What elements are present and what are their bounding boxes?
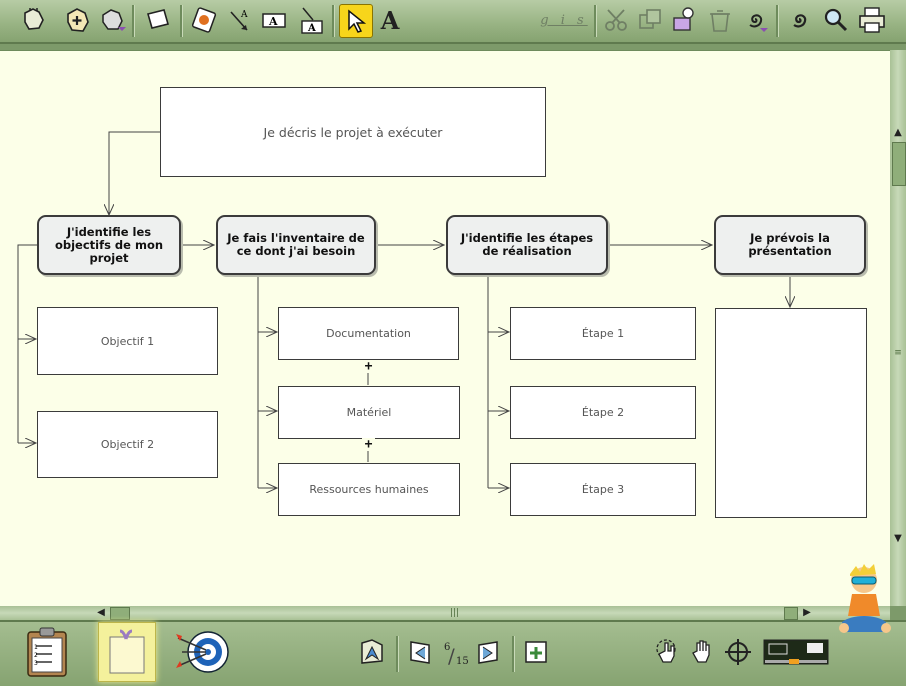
svg-text:2: 2 [34,652,38,659]
scroll-grip-icon: ≡ [894,348,902,358]
vertical-scrollbar[interactable]: ▲ ≡ ▼ [890,50,906,606]
scroll-left-arrow-icon[interactable]: ◀ [97,607,105,618]
svg-text:A: A [307,23,316,34]
expand-plus-icon[interactable]: + [362,438,375,451]
svg-text:A: A [240,10,248,20]
project-description-box[interactable]: Je décris le projet à exécuter [160,87,546,177]
vertical-scroll-thumb[interactable] [892,142,906,186]
link-objectives-branch [17,244,37,443]
copy-icon[interactable] [634,4,666,36]
add-page-icon[interactable] [520,636,552,668]
next-page-icon[interactable] [472,636,504,668]
link-top-to-objectives [109,131,160,215]
print-icon[interactable] [856,4,888,36]
objectif-1-box[interactable]: Objectif 1 [37,307,218,375]
svg-text:1: 1 [34,644,38,651]
total-page-number: 15 [456,656,469,667]
navigate-home-icon[interactable] [356,636,388,668]
image-icon[interactable] [188,4,220,36]
main-toolbar: A A A A g i s [0,0,906,44]
link-icon[interactable]: A [224,4,256,36]
select-hand-icon[interactable] [652,636,684,668]
current-page-number: 6 [444,642,451,653]
etape-1-box[interactable]: Étape 1 [510,307,696,360]
mascot-character-image [832,562,896,642]
text-format-buttons[interactable]: g i s [540,12,588,28]
scroll-up-arrow-icon[interactable]: ▲ [894,127,902,138]
documentation-box[interactable]: Documentation [278,307,459,360]
objectif-2-box[interactable]: Objectif 2 [37,411,218,478]
insert-symbol-icon[interactable] [18,4,50,36]
horizontal-scroll-end-thumb[interactable] [784,607,798,620]
svg-text:A: A [268,15,278,28]
new-symbol-icon[interactable] [62,4,94,36]
trash-icon[interactable] [704,4,736,36]
symbol-menu-icon[interactable] [98,4,130,36]
header-inventory[interactable]: Je fais l'inventaire de ce dont j'ai bes… [216,215,376,275]
spiral-icon[interactable] [784,4,816,36]
scroll-down-arrow-icon[interactable]: ▼ [894,533,902,544]
text-tool-button[interactable]: A [380,5,400,35]
notes-icon[interactable] [98,622,156,682]
overview-minimap-icon[interactable] [762,638,830,668]
materiel-box[interactable]: Matériel [278,386,460,439]
etape-2-box[interactable]: Étape 2 [510,386,696,439]
text-label-icon[interactable]: A [258,4,290,36]
center-target-icon[interactable] [722,636,754,668]
expand-plus-icon[interactable]: + [362,360,375,373]
link-label-icon[interactable]: A [296,4,328,36]
paste-icon[interactable] [668,4,700,36]
arrow-pointer-icon[interactable] [339,4,373,38]
zoom-icon[interactable] [820,4,852,36]
spiral-menu-icon[interactable] [740,4,772,36]
note-icon[interactable] [142,4,174,36]
horizontal-scrollbar[interactable]: ◀ ||| ▶ [0,606,890,620]
header-steps[interactable]: J'identifie les étapes de réalisation [446,215,608,275]
header-objectives[interactable]: J'identifie les objectifs de mon projet [37,215,181,275]
svg-text:3: 3 [34,660,38,667]
ressources-humaines-box[interactable]: Ressources humaines [278,463,460,516]
concept-map-canvas[interactable]: Je décris le projet à exécuter J'identif… [0,50,890,607]
cut-icon[interactable] [600,4,632,36]
presentation-box[interactable] [715,308,867,518]
header-presentation[interactable]: Je prévois la présentation [714,215,866,275]
scroll-grip-icon: ||| [450,608,460,618]
horizontal-scroll-thumb[interactable] [110,607,130,620]
page-counter: 6 / 15 [444,642,469,668]
previous-page-icon[interactable] [404,636,436,668]
connector-lines [17,131,890,607]
pan-hand-icon[interactable] [688,636,720,668]
target-goal-icon[interactable] [172,624,232,680]
etape-3-box[interactable]: Étape 3 [510,463,696,516]
scroll-right-arrow-icon[interactable]: ▶ [803,607,811,618]
